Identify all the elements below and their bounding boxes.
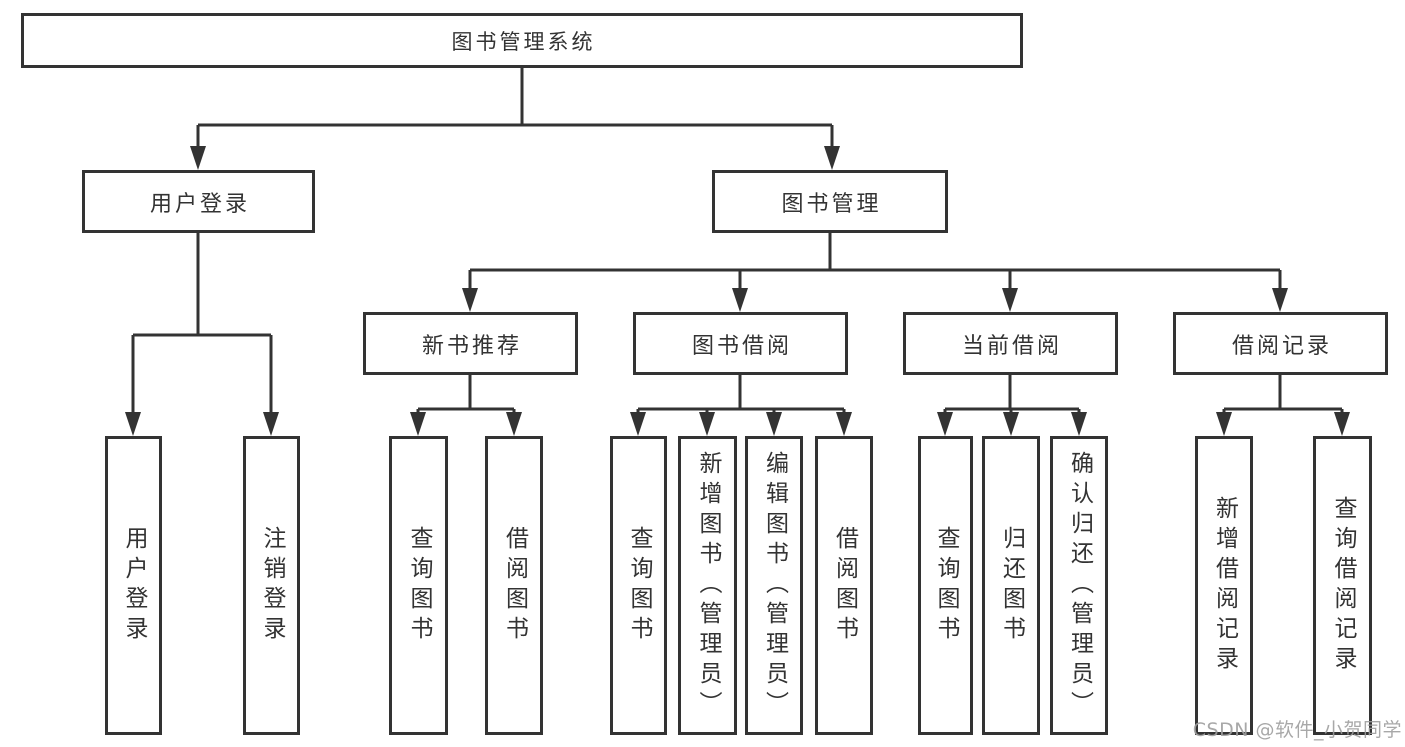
node-label: 查询图书 xyxy=(406,525,432,646)
arrowhead-down-icon xyxy=(506,412,522,436)
node-label: 借阅图书 xyxy=(501,525,528,646)
node-label: 图书管理 xyxy=(781,191,882,217)
node-label: 新增图书（管理员） xyxy=(695,450,721,721)
node-label: 借阅图书 xyxy=(831,525,858,646)
node-label: 当前借阅 xyxy=(961,333,1062,359)
node-label: 确认归还（管理员） xyxy=(1066,450,1093,721)
node-label: 注销登录 xyxy=(259,525,285,646)
node-label: 归还图书 xyxy=(998,525,1025,646)
arrowhead-down-icon xyxy=(1002,288,1018,312)
arrowhead-down-icon xyxy=(1272,288,1288,312)
arrowhead-down-icon xyxy=(766,412,782,436)
arrowhead-down-icon xyxy=(462,288,478,312)
arrowhead-down-icon xyxy=(1071,412,1087,436)
node-user-login-leaf: 用户登录 xyxy=(105,436,162,735)
node-borrow-books-1: 借阅图书 xyxy=(485,436,543,735)
arrowhead-down-icon xyxy=(699,412,715,436)
csdn-watermark: CSDN @软件_小贺同学 xyxy=(1192,719,1402,741)
node-query-books-3: 查询图书 xyxy=(918,436,973,735)
arrowhead-down-icon xyxy=(937,412,953,436)
node-borrow-books-2: 借阅图书 xyxy=(815,436,873,735)
arrowhead-down-icon xyxy=(1334,412,1350,436)
node-label: 查询图书 xyxy=(626,525,652,646)
node-logout: 注销登录 xyxy=(243,436,300,735)
node-edit-books-admin: 编辑图书（管理员） xyxy=(745,436,803,735)
node-label: 用户登录 xyxy=(149,191,250,217)
node-new-book-recommendation: 新书推荐 xyxy=(363,312,578,375)
node-query-books-2: 查询图书 xyxy=(610,436,667,735)
node-current-borrowing: 当前借阅 xyxy=(903,312,1118,375)
node-label: 编辑图书（管理员） xyxy=(761,450,788,721)
node-confirm-return-admin: 确认归还（管理员） xyxy=(1050,436,1108,735)
node-label: 新书推荐 xyxy=(421,333,522,359)
node-query-books-1: 查询图书 xyxy=(389,436,448,735)
arrowhead-down-icon xyxy=(732,288,748,312)
node-add-books-admin: 新增图书（管理员） xyxy=(678,436,737,735)
node-library-management-system: 图书管理系统 xyxy=(21,13,1023,68)
node-user-login: 用户登录 xyxy=(82,170,315,233)
arrowhead-down-icon xyxy=(125,412,141,436)
arrowhead-down-icon xyxy=(410,412,426,436)
node-book-management: 图书管理 xyxy=(712,170,948,233)
node-return-books: 归还图书 xyxy=(982,436,1040,735)
arrowhead-down-icon xyxy=(630,412,646,436)
node-label: 查询图书 xyxy=(933,525,959,646)
arrowhead-down-icon xyxy=(190,146,206,170)
node-add-borrow-record: 新增借阅记录 xyxy=(1195,436,1253,735)
arrowhead-down-icon xyxy=(263,412,279,436)
node-label: 查询借阅记录 xyxy=(1330,495,1356,676)
node-label: 用户登录 xyxy=(121,525,147,646)
arrowhead-down-icon xyxy=(836,412,852,436)
node-label: 图书管理系统 xyxy=(451,29,596,54)
arrowhead-down-icon xyxy=(1216,412,1232,436)
arrowhead-down-icon xyxy=(1003,412,1019,436)
node-query-borrow-record: 查询借阅记录 xyxy=(1313,436,1372,735)
node-book-borrowing: 图书借阅 xyxy=(633,312,848,375)
node-label: 新增借阅记录 xyxy=(1211,495,1238,676)
node-label: 图书借阅 xyxy=(691,333,792,359)
node-borrowing-records: 借阅记录 xyxy=(1173,312,1388,375)
arrowhead-down-icon xyxy=(824,146,840,170)
node-label: 借阅记录 xyxy=(1231,333,1332,359)
